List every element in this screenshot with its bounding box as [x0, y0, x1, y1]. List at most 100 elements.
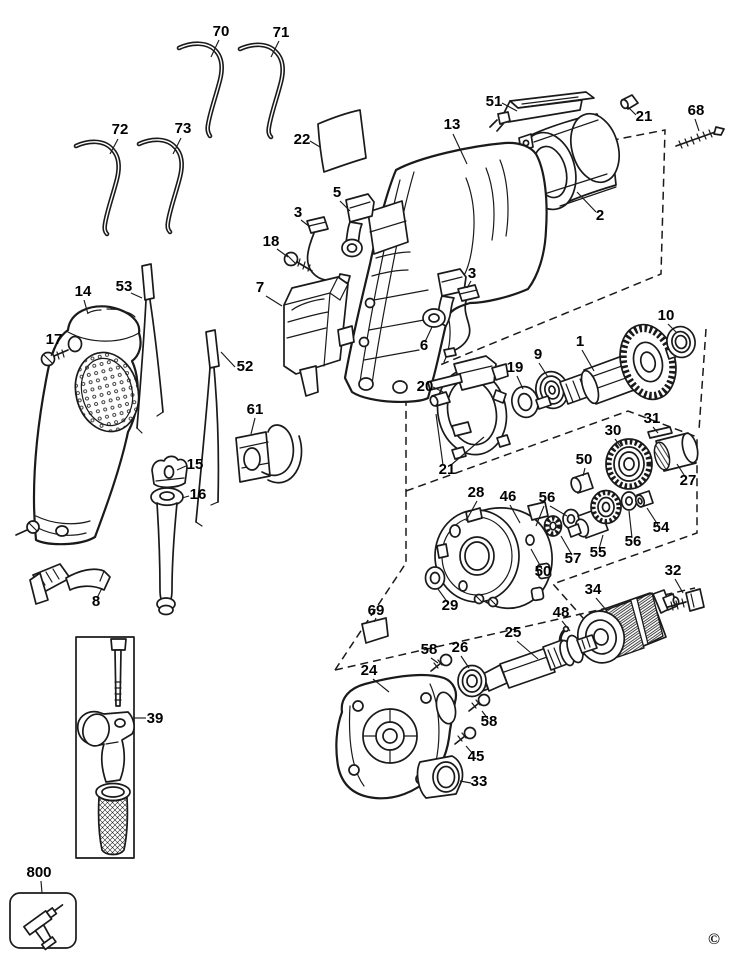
washer-56b: [620, 491, 638, 511]
part-label-72: 72: [112, 121, 129, 138]
part-label-50b: 50: [535, 563, 552, 580]
part-label-19: 19: [507, 359, 524, 376]
cord-clip-61: [235, 424, 303, 484]
part-label-58b: 58: [481, 713, 498, 730]
part-label-56a: 56: [539, 489, 556, 506]
part-label-39: 39: [147, 710, 164, 727]
cord-protector-16: [150, 487, 184, 616]
part-label-16: 16: [190, 486, 207, 503]
spline-washer-57: [543, 515, 563, 537]
part-label-28: 28: [468, 484, 485, 501]
side-handle-grip: [95, 782, 131, 856]
part-label-61: 61: [247, 401, 264, 418]
roller-50a: [570, 472, 594, 494]
brush-lead-8: [29, 563, 111, 605]
part-label-58a: 58: [421, 641, 438, 658]
pin-31: [647, 426, 673, 439]
brush-holder-5: [341, 193, 375, 258]
screw-58b: [468, 693, 491, 712]
part-label-18: 18: [263, 233, 280, 250]
part-label-69: 69: [368, 602, 385, 619]
part-label-33: 33: [471, 773, 488, 790]
lead-wire-53: [136, 263, 164, 434]
armature-1: [535, 323, 682, 410]
brush-ring-20: [427, 355, 511, 460]
part-label-30: 30: [605, 422, 622, 439]
part-label-21b: 21: [439, 461, 456, 478]
handle-cover-14: [32, 305, 142, 546]
part-label-22: 22: [294, 131, 311, 148]
brush-3b: [443, 284, 480, 358]
washer-19: [510, 385, 540, 419]
part-label-50a: 50: [576, 451, 593, 468]
part-label-13: 13: [444, 116, 461, 133]
pin-21: [620, 94, 639, 110]
wire-73: [136, 137, 184, 235]
part-label-55: 55: [590, 544, 607, 561]
part-label-26: 26: [452, 639, 469, 656]
wire-71: [237, 42, 285, 140]
part-label-54: 54: [653, 519, 670, 536]
part-label-53: 53: [116, 278, 133, 295]
part-label-2: 2: [596, 207, 604, 224]
part-label-73: 73: [175, 120, 192, 137]
side-handle-clamp: [76, 710, 135, 783]
part-label-24: 24: [361, 662, 378, 679]
drill-icon: [23, 904, 64, 951]
warning-label-22: [317, 109, 367, 173]
sleeve-27: [653, 432, 699, 472]
bearing-10: [666, 325, 696, 359]
part-label-8: 8: [92, 593, 100, 610]
pinion-55: [567, 489, 622, 539]
part-label-70: 70: [213, 23, 230, 40]
part-label-68: 68: [688, 102, 705, 119]
bolt-32: [667, 588, 705, 612]
part-label-29: 29: [442, 597, 459, 614]
switch-7: [283, 276, 355, 397]
part-label-52: 52: [237, 358, 254, 375]
part-label-14: 14: [75, 283, 92, 300]
wire-70: [176, 41, 224, 139]
inset-box-39: [75, 636, 135, 859]
part-label-15: 15: [187, 456, 204, 473]
part-label-20: 20: [417, 378, 434, 395]
part-label-5: 5: [333, 184, 341, 201]
phantom-group-lines: [334, 129, 707, 671]
lead-wire-52: [195, 329, 220, 527]
bearing-26: [457, 664, 487, 698]
chuck-34: [576, 589, 680, 664]
cord-clamp-15: [151, 455, 188, 489]
part-label-6: 6: [420, 337, 428, 354]
part-label-71: 71: [273, 24, 290, 41]
washer-29: [424, 566, 446, 590]
copyright-symbol: ©: [708, 931, 720, 948]
part-label-1: 1: [576, 333, 584, 350]
clutch-plate-28: [434, 507, 520, 608]
part-label-10: 10: [658, 307, 675, 324]
part-label-57: 57: [565, 550, 582, 567]
part-label-17: 17: [46, 331, 63, 348]
bushing-54: [634, 490, 654, 508]
part-label-21a: 21: [636, 108, 653, 125]
part-label-48: 48: [553, 604, 570, 621]
screw-handle-foot: [15, 520, 40, 536]
part-label-25: 25: [505, 624, 522, 641]
screw-17: [40, 349, 69, 367]
part-label-45: 45: [468, 748, 485, 765]
part-label-56b: 56: [625, 533, 642, 550]
wire-72: [73, 139, 121, 237]
leader-lines: [40, 39, 700, 894]
part-label-46: 46: [500, 488, 517, 505]
screw-18: [283, 251, 313, 272]
part-label-34: 34: [585, 581, 602, 598]
spindle-25: [460, 634, 598, 697]
part-label-27: 27: [680, 472, 697, 489]
side-handle-bolt: [110, 638, 127, 707]
collar-33: [416, 755, 464, 799]
screw-45: [454, 726, 477, 745]
inset-box-800: [9, 892, 77, 951]
part-label-7: 7: [256, 279, 264, 296]
